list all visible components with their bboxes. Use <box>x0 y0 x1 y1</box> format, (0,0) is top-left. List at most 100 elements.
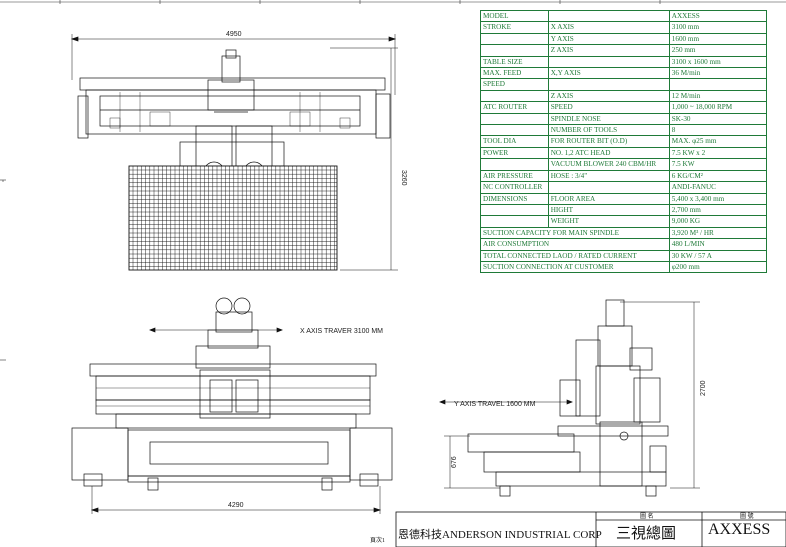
spec-value: 7.5 KW x 2 <box>668 146 768 160</box>
spec-param: STROKE <box>480 21 549 34</box>
spec-param: ATC ROUTER <box>480 101 549 114</box>
spec-sub: HOSE : 3/4" <box>547 169 670 183</box>
dim-side-base: 676 <box>451 456 458 468</box>
front-view <box>71 297 393 514</box>
spec-param <box>480 44 549 57</box>
spec-param: MODEL <box>480 9 549 23</box>
dim-x-travel: X AXIS TRAVER 3100 MM <box>300 328 383 335</box>
spec-sub: SPEED <box>547 101 670 114</box>
spec-value: 3,920 M³ / HR <box>668 226 768 240</box>
spec-sub: Z AXIS <box>547 89 670 103</box>
spec-param: NC CONTROLLER <box>480 181 549 194</box>
spec-param: SUCTION CONNECTION AT CUSTOMER <box>480 260 670 274</box>
spec-value: AXXESS <box>668 9 768 23</box>
top-view <box>70 34 398 271</box>
spec-value: SK-30 <box>668 112 768 126</box>
spec-sub <box>547 78 670 91</box>
spec-param <box>480 89 549 103</box>
spec-row: NC CONTROLLER ANDI-FANUC <box>480 181 768 194</box>
spec-value: 1,000 ~ 18,000 RPM <box>668 101 768 114</box>
spec-param: AIR PRESSURE <box>480 169 549 183</box>
spec-value: 9,000 KG <box>668 215 768 228</box>
spec-value: MAX. φ25 mm <box>668 135 768 148</box>
spec-sub: FLOOR AREA <box>547 192 670 205</box>
spec-param: AIR CONSUMPTION <box>480 238 670 251</box>
spec-param: DIMENSIONS <box>480 192 549 205</box>
spec-param: SUCTION CAPACITY FOR MAIN SPINDLE <box>480 226 670 240</box>
spec-param: TOTAL CONNECTED LAOD / RATED CURRENT <box>480 249 670 262</box>
drawing-no-label: 圖 號 <box>740 514 754 520</box>
spec-sub <box>547 9 670 23</box>
spec-value: 8 <box>668 124 768 137</box>
spec-sub: NUMBER OF TOOLS <box>547 124 670 137</box>
spec-sub: WEIGHT <box>547 215 670 228</box>
spec-sub: SPINDLE NOSE <box>547 112 670 126</box>
spec-sub: Y AXIS <box>547 32 670 46</box>
spec-sub: HIGHT <box>547 203 670 217</box>
spec-sub <box>547 181 670 194</box>
drawing-number: AXXESS <box>708 521 771 538</box>
spec-param <box>480 124 549 137</box>
spec-param <box>480 112 549 126</box>
spec-value: 5,400 x 3,400 mm <box>668 192 768 205</box>
spec-param: TOOL DIA <box>480 135 549 148</box>
spec-param <box>480 203 549 217</box>
spec-value: 3100 x 1600 mm <box>668 55 768 69</box>
spec-sub: VACUUM BLOWER 240 CBM/HR <box>547 158 670 171</box>
spec-value: 1600 mm <box>668 32 768 46</box>
drawing-name-label: 圖 名 <box>640 514 654 520</box>
dim-top-width: 4950 <box>226 31 242 38</box>
spec-value: 250 mm <box>668 44 768 57</box>
spec-value: 12 M/min <box>668 89 768 103</box>
spec-sub: X,Y AXIS <box>547 67 670 80</box>
side-view <box>439 299 700 497</box>
dim-front-width: 4290 <box>228 502 244 509</box>
spec-value: 3100 mm <box>668 21 768 34</box>
spec-sub: X AXIS <box>547 21 670 34</box>
dim-side-height: 2700 <box>700 380 707 396</box>
spec-value: 2,700 mm <box>668 203 768 217</box>
dim-top-height: 3260 <box>400 170 407 186</box>
spec-row: TABLE SIZE 3100 x 1600 mm <box>480 55 768 69</box>
spec-param <box>480 215 549 228</box>
page-number: 頁次1 <box>370 538 386 544</box>
spec-sub: NO. 1,2 ATC HEAD <box>547 146 670 160</box>
spec-value: 7.5 KW <box>668 158 768 171</box>
spec-param: TABLE SIZE <box>480 55 549 69</box>
spec-row: MODEL AXXESS <box>480 9 768 23</box>
spec-value: 480 L/MIN <box>668 238 768 251</box>
drawing-name: 三視總圖 <box>616 526 677 542</box>
dim-y-travel: Y AXIS TRAVEL 1600 MM <box>454 401 536 408</box>
spec-param <box>480 158 549 171</box>
company-name: 恩德科技ANDERSON INDUSTRIAL CORP <box>398 529 602 541</box>
spec-value: φ200 mm <box>668 260 768 274</box>
spec-row: SPEED <box>480 78 768 91</box>
spec-param: POWER <box>480 146 549 160</box>
spec-value: ANDI-FANUC <box>668 181 768 194</box>
spec-param <box>480 32 549 46</box>
spec-sub <box>547 55 670 69</box>
spec-param: SPEED <box>480 78 549 91</box>
spec-value: 6 KG/CM² <box>668 169 768 183</box>
spec-sub: Z AXIS <box>547 44 670 57</box>
spec-sub: FOR ROUTER BIT (O.D) <box>547 135 670 148</box>
spec-value <box>668 78 768 91</box>
